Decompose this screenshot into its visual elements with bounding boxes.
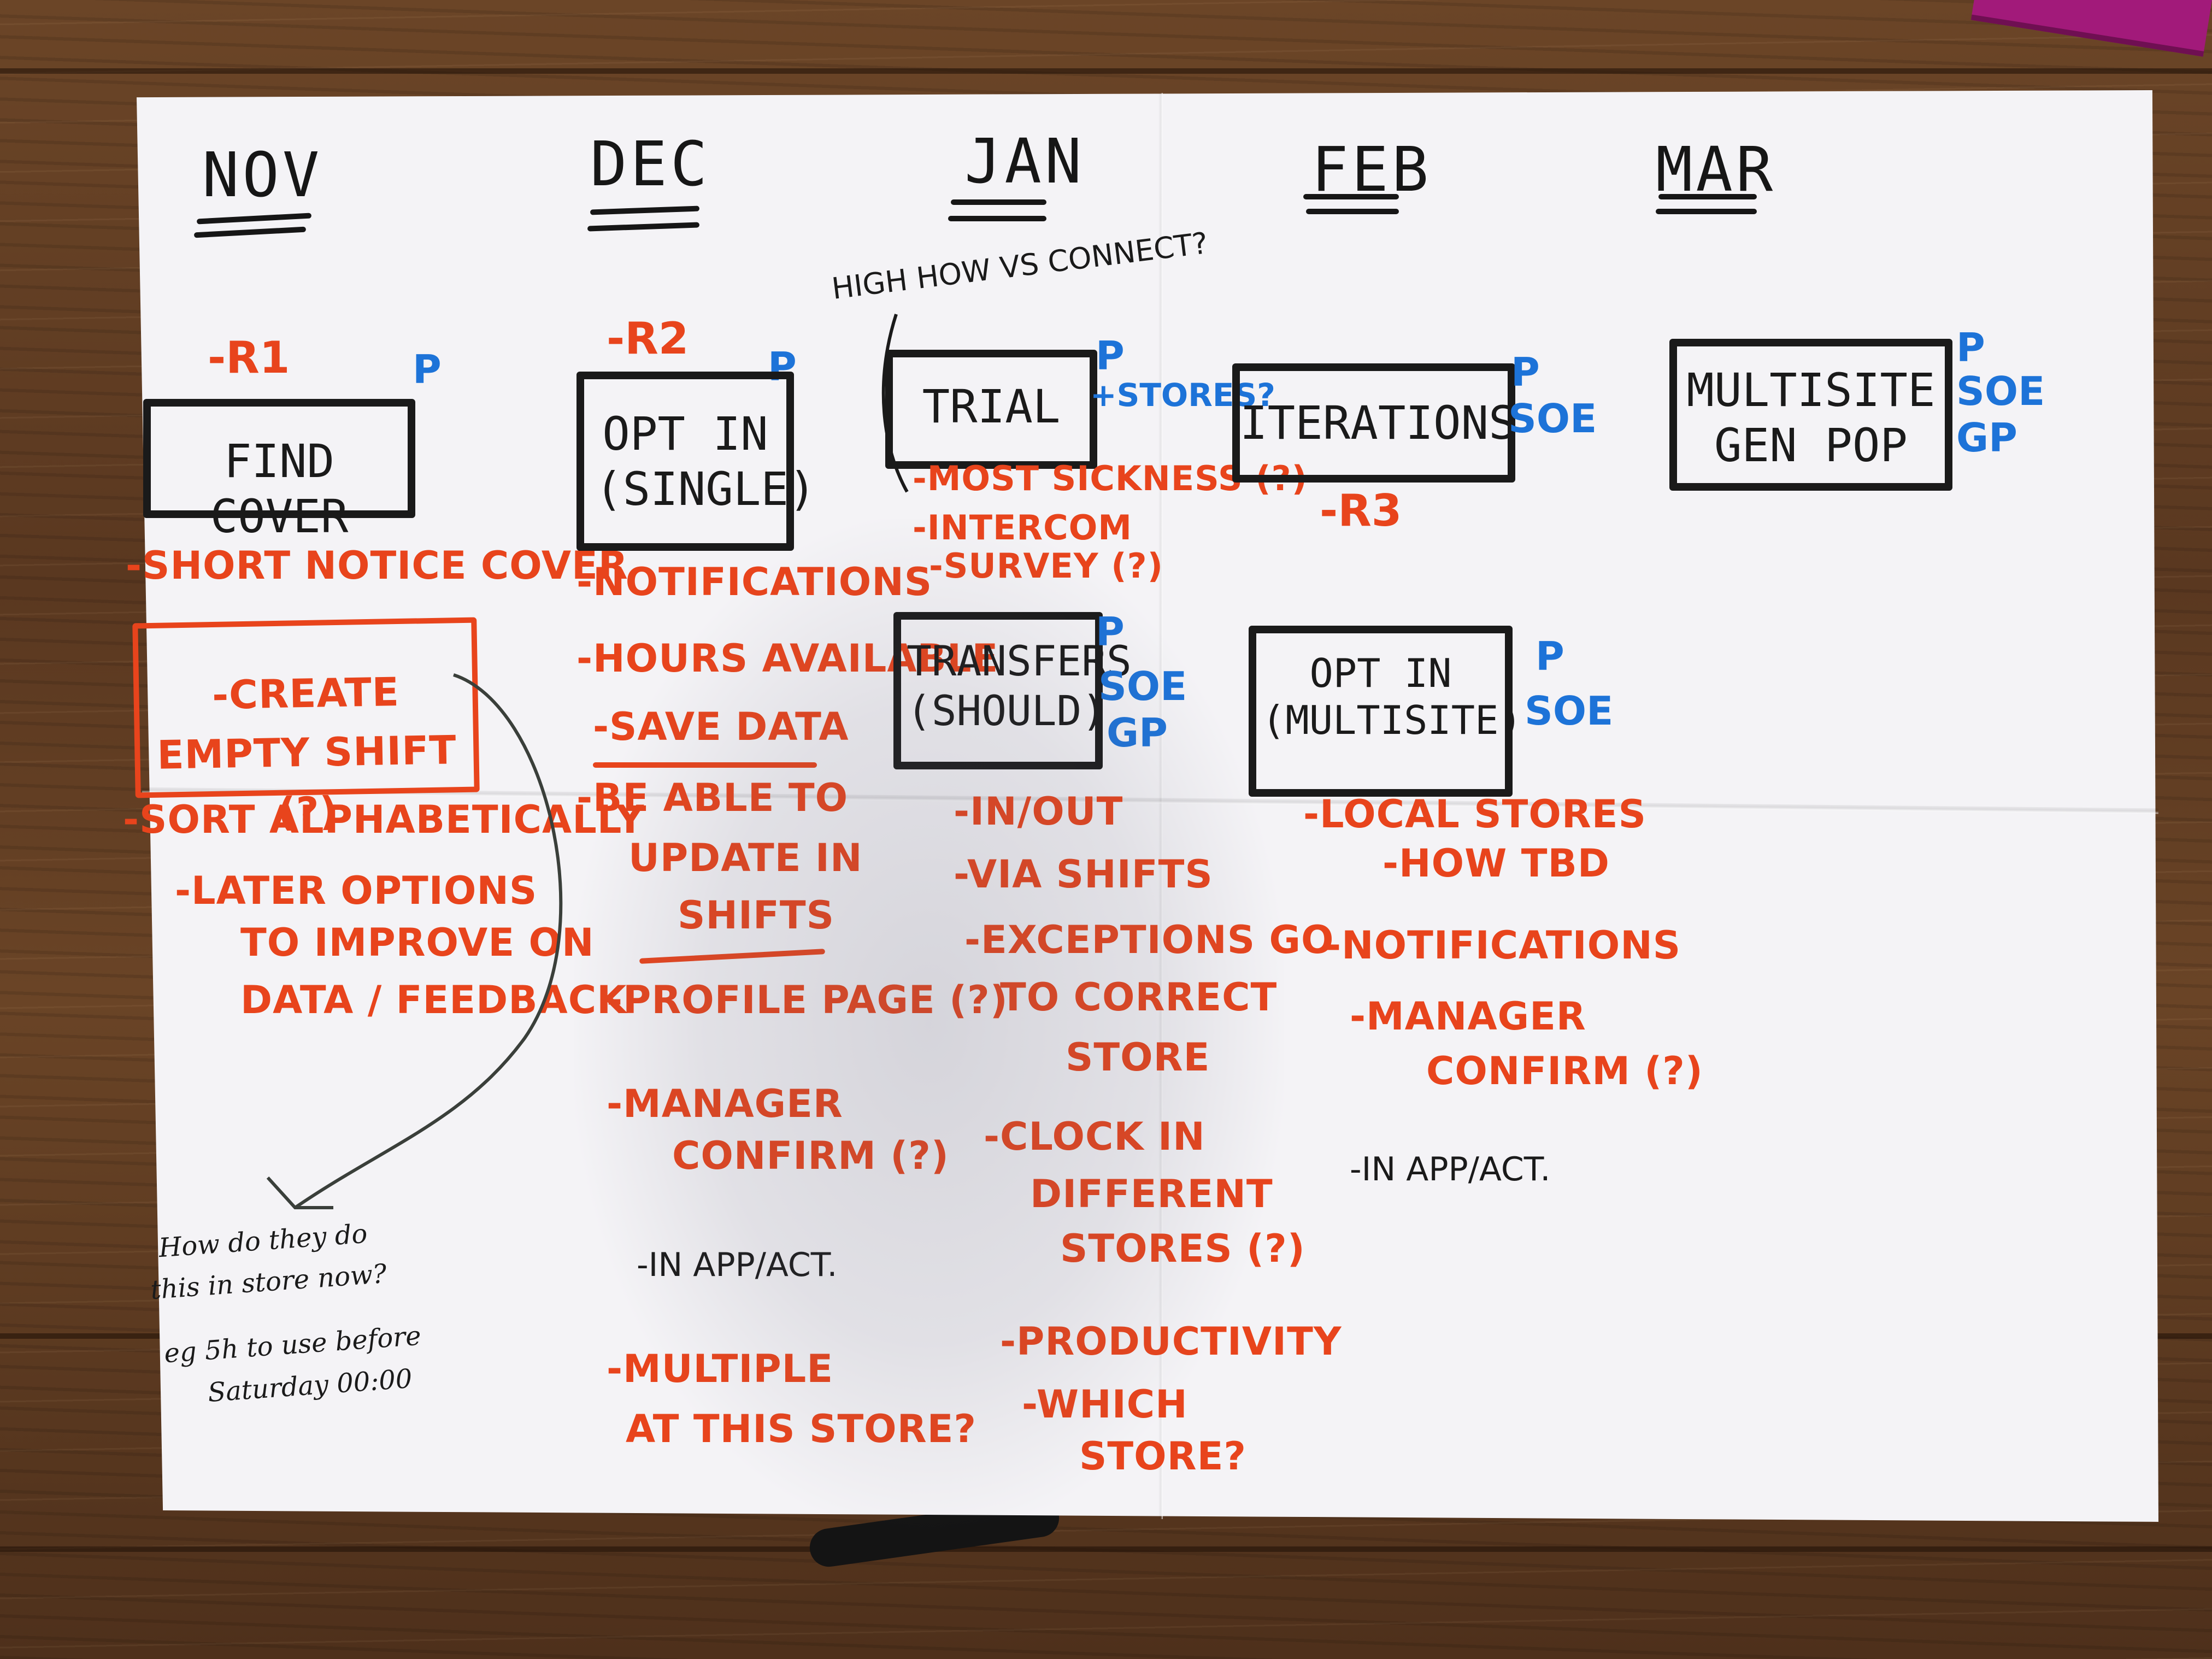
bracket-line (881, 314, 909, 493)
feature-item: -MANAGER (1350, 994, 1586, 1039)
month-dec: DEC (590, 129, 711, 200)
feature-item: -SAVE DATA (593, 704, 849, 749)
month-jan: JAN (964, 126, 1085, 197)
feature-box-label: FIND COVER (210, 434, 349, 543)
underline (1658, 194, 1757, 199)
feature-item: -SURVEY (?) (929, 546, 1163, 586)
feature-item: CONFIRM (?) (1426, 1049, 1703, 1093)
feature-item: TO CORRECT (1000, 975, 1278, 1020)
feature-item: STORE? (1079, 1434, 1246, 1479)
feature-item: -PROFILE PAGE (?) (607, 978, 1008, 1022)
feature-box-label: MULTISITE GEN POP (1686, 363, 1935, 472)
feature-item: -MULTIPLE (607, 1346, 834, 1391)
feature-item: -NOTIFICATIONS (1325, 923, 1681, 968)
feature-item: -WHICH (1022, 1382, 1188, 1427)
paper-fold-vertical (1158, 93, 1163, 1519)
feature-item: -HOW TBD (1382, 841, 1610, 886)
feature-item: -EXCEPTIONS GO (964, 917, 1334, 962)
feature-item: DIFFERENT (1030, 1172, 1273, 1216)
owner-tag: P (1511, 349, 1540, 395)
feature-item: STORES (?) (1060, 1226, 1305, 1271)
feature-item: -SHORT NOTICE COVER (126, 543, 628, 588)
underline (948, 216, 1046, 221)
plank-seam (0, 68, 2212, 74)
release-tag: -R1 (208, 332, 290, 383)
feature-box-find-cover: FIND COVER (143, 399, 415, 543)
feature-box-label: ITERATIONS (1240, 396, 1516, 450)
owner-tag: P (1096, 333, 1125, 379)
feature-item: -IN/OUT (954, 789, 1123, 834)
feature-box-label: TRIAL (922, 380, 1061, 433)
month-nov: NOV (202, 140, 323, 211)
feature-box-label: TRANSFERS (SHOULD) (907, 637, 1132, 736)
feature-box-multisite-gen-pop: MULTISITE GEN POP (1669, 339, 1952, 491)
feature-item: SHIFTS (678, 893, 835, 938)
feature-item: TO IMPROVE ON (240, 920, 595, 965)
owner-tag: SOE (1525, 688, 1614, 734)
feature-item: AT THIS STORE? (626, 1407, 977, 1451)
underline (1303, 194, 1399, 199)
release-tag: -R2 (607, 313, 689, 364)
feature-item: -INTERCOM (913, 508, 1132, 548)
feature-item: -BE ABLE TO (576, 775, 849, 820)
owner-tag: SOE (1956, 368, 2045, 414)
plank-seam (0, 1546, 2212, 1552)
feature-box-label: OPT IN (MULTISITE) (1262, 650, 1522, 744)
owner-tag: SOE (1098, 663, 1187, 709)
feature-item: -NOTIFICATIONS (576, 560, 933, 604)
underline (593, 762, 817, 768)
feature-box-opt-in-single: OPT IN (SINGLE) (576, 372, 816, 551)
feature-item: -IN APP/ACT. (637, 1246, 838, 1284)
connector-arrow (294, 673, 563, 1209)
feature-item: STORE (1066, 1035, 1210, 1080)
owner-tag: GP (1956, 415, 2017, 461)
feature-item: UPDATE IN (628, 836, 863, 880)
owner-tag: GP (1107, 710, 1168, 756)
feature-box-transfers: TRANSFERS (SHOULD) (893, 612, 1132, 769)
owner-tag: P (1956, 325, 1985, 370)
feature-item: -MANAGER (607, 1081, 843, 1126)
month-mar: MAR (1656, 134, 1776, 205)
month-feb: FEB (1311, 134, 1432, 205)
underline (951, 199, 1046, 205)
feature-box-label: OPT IN (SINGLE) (595, 407, 816, 516)
feature-item: CONFIRM (?) (672, 1133, 949, 1178)
feature-item: -IN APP/ACT. (1350, 1150, 1551, 1189)
underline (1656, 209, 1757, 214)
feature-item: -VIA SHIFTS (954, 852, 1213, 897)
feature-item: DATA / FEEDBACK (240, 978, 627, 1022)
owner-tag: P (1096, 609, 1125, 655)
owner-tag: P (1536, 633, 1564, 679)
arrow-head (266, 1176, 333, 1209)
owner-tag: P (413, 346, 442, 392)
feature-item: -PRODUCTIVITY (1000, 1319, 1342, 1364)
feature-item: -SORT ALPHABETICALLY (123, 797, 645, 842)
underline (1306, 209, 1399, 214)
feature-item: -LATER OPTIONS (175, 868, 538, 913)
owner-tag: +STORES? (1090, 376, 1275, 414)
feature-item: -LOCAL STORES (1303, 792, 1646, 837)
feature-box-opt-in-multisite: OPT IN (MULTISITE) (1249, 626, 1522, 797)
release-tag: -R3 (1320, 485, 1402, 536)
feature-box-iterations: ITERATIONS (1232, 363, 1516, 483)
feature-item: -CLOCK IN (984, 1114, 1205, 1159)
owner-tag: SOE (1508, 396, 1597, 442)
feature-item: -HOURS AVAILABLE (576, 636, 999, 681)
